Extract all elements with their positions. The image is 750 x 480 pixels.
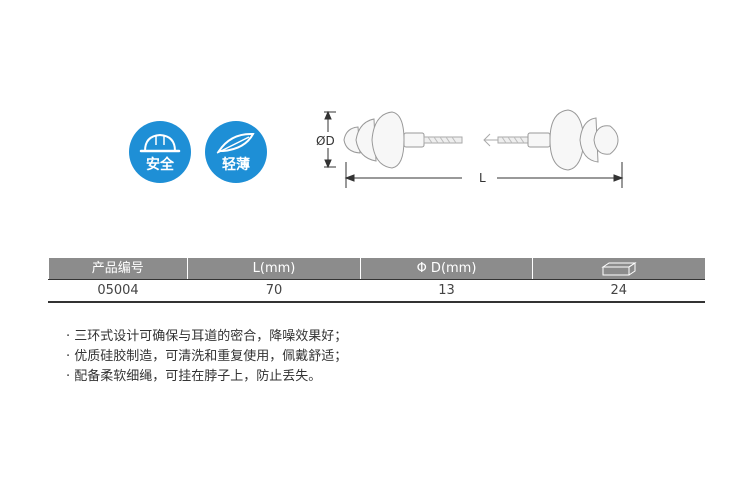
earplug-dimension-diagram: ØD L	[312, 100, 632, 200]
length-dimension-line	[344, 162, 624, 188]
cell-length: 70	[187, 279, 361, 303]
right-cord-texture	[501, 136, 525, 144]
header-product-code: 产品编号	[48, 258, 188, 280]
box-icon	[601, 261, 637, 275]
cell-diameter: 13	[360, 279, 533, 303]
safety-badge: 安全	[129, 121, 191, 183]
left-earplug	[343, 111, 463, 169]
lightweight-badge: 轻薄	[205, 121, 267, 183]
header-diameter: Φ D(mm)	[360, 258, 533, 280]
spec-table: 产品编号 L(mm) Φ D(mm) 05004 70 13 24	[48, 258, 705, 303]
header-length: L(mm)	[187, 258, 361, 280]
diameter-label: ØD	[316, 134, 335, 148]
diameter-dimension-line	[324, 110, 336, 169]
length-label: L	[479, 171, 486, 185]
table-row: 05004 70 13 24	[48, 279, 705, 303]
cord-break-arrow	[483, 133, 498, 147]
feature-list: · 三环式设计可确保与耳道的密合，降噪效果好； · 优质硅胶制造，可清洗和重复使…	[66, 327, 666, 387]
cell-product-code: 05004	[48, 279, 188, 303]
list-item: · 三环式设计可确保与耳道的密合，降噪效果好；	[66, 329, 348, 344]
left-cord-texture	[427, 136, 457, 144]
lightweight-badge-label: 轻薄	[222, 157, 250, 173]
list-item: · 优质硅胶制造，可清洗和重复使用，佩戴舒适；	[66, 349, 348, 364]
right-earplug	[497, 109, 619, 171]
safety-badge-label: 安全	[146, 157, 174, 173]
hard-hat-icon	[139, 133, 181, 153]
feather-icon	[216, 132, 255, 154]
list-item: · 配备柔软细绳，可挂在脖子上，防止丢失。	[66, 369, 322, 384]
cell-pack-quantity: 24	[532, 279, 705, 303]
header-pack-quantity	[532, 258, 705, 280]
table-header-row: 产品编号 L(mm) Φ D(mm)	[48, 258, 705, 280]
